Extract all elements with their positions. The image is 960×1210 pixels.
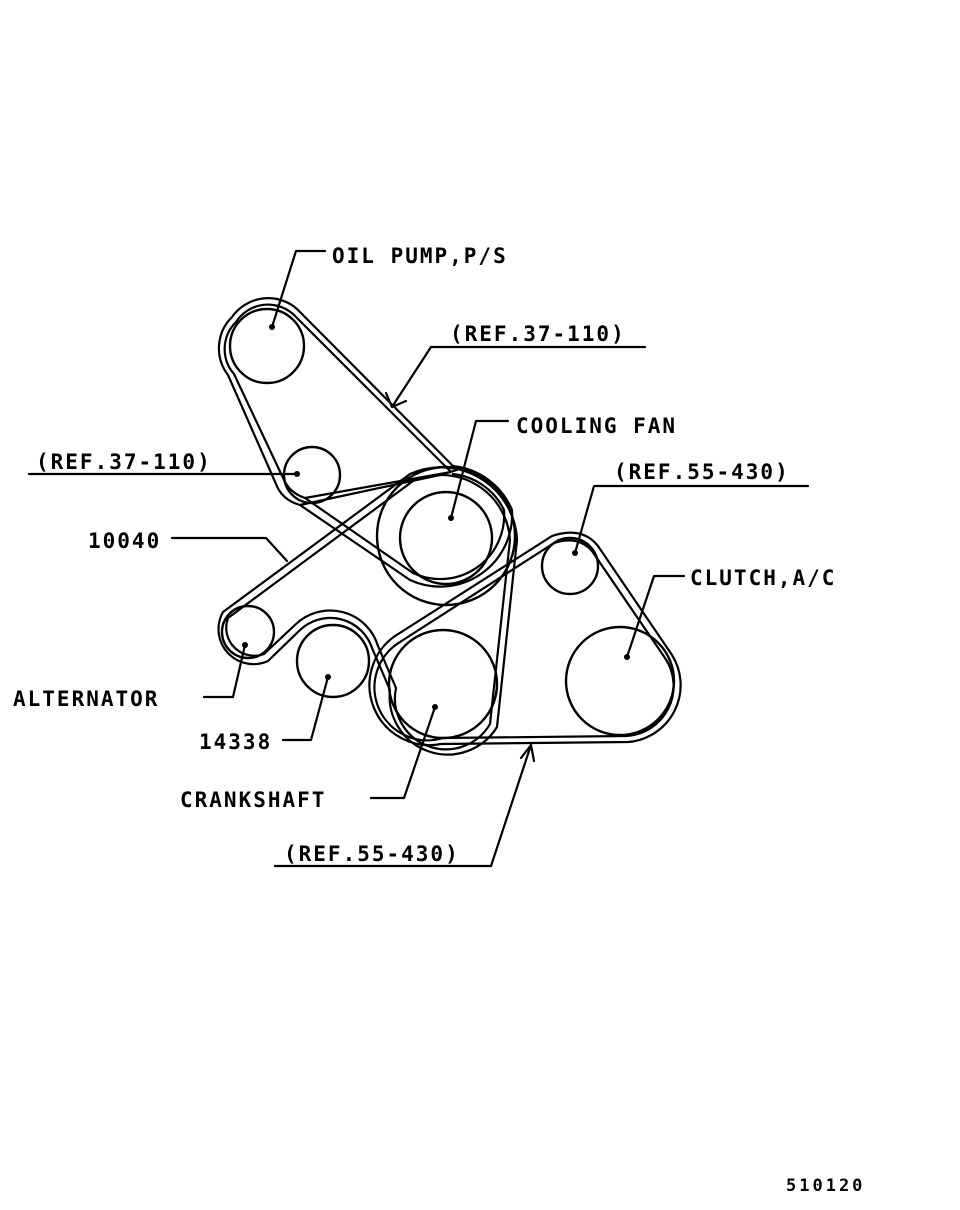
ref-55-430-bottom-leader <box>273 743 533 868</box>
part-14338-label: 14338 <box>199 730 272 754</box>
alternator-label: ALTERNATOR <box>13 687 159 711</box>
oil-pump-pulley <box>228 307 306 385</box>
ac-belt-outer <box>368 531 682 747</box>
figure-number: 510120 <box>786 1176 865 1196</box>
clutch-ac-pulley <box>564 625 676 737</box>
clutch-ac-label: CLUTCH,A/C <box>690 566 836 590</box>
alternator-belt-outer <box>217 466 519 756</box>
labels: OIL PUMP,P/S (REF.37-110) COOLING FAN (R… <box>13 244 865 1196</box>
power-steering-belt-fan-wrap <box>299 464 514 588</box>
oil-pump-leader <box>270 249 327 329</box>
cooling-fan-leader <box>449 419 510 520</box>
ref-37-110-left-label: (REF.37-110) <box>36 450 212 474</box>
crankshaft-label: CRANKSHAFT <box>180 788 326 812</box>
tensioner-pulley <box>295 623 371 699</box>
ref-37-110-top-label: (REF.37-110) <box>450 322 626 346</box>
ac-belt-inner <box>373 539 675 742</box>
ref-37-110-top-leader <box>390 345 647 409</box>
oil-pump-label: OIL PUMP,P/S <box>332 244 508 268</box>
part-10040-leader <box>170 536 289 563</box>
pulleys <box>220 307 676 740</box>
crankshaft-leader <box>369 705 437 800</box>
power-steering-belt-fan-wrap-inner <box>304 472 506 581</box>
ref-55-430-bottom-arrow <box>519 743 536 763</box>
alternator-leader <box>202 643 247 699</box>
ref-37-110-top-arrow <box>384 391 408 409</box>
ref-55-430-top-leader <box>573 484 810 555</box>
clutch-ac-leader <box>625 574 686 659</box>
idler-pulley-right <box>540 536 600 596</box>
cooling-fan-pulley-inner <box>398 490 494 586</box>
alternator-belt-inner <box>225 473 512 751</box>
ref-55-430-bottom-label: (REF.55-430) <box>284 842 460 866</box>
crankshaft-pulley <box>387 628 499 740</box>
leader-lines <box>27 249 810 868</box>
cooling-fan-label: COOLING FAN <box>516 414 677 438</box>
power-steering-belt-outer <box>217 297 459 507</box>
alternator-pulley <box>220 604 276 660</box>
part-14338-leader <box>281 675 330 742</box>
part-10040-label: 10040 <box>88 529 161 553</box>
power-steering-belt-inner <box>223 303 453 500</box>
ref-55-430-top-label: (REF.55-430) <box>614 460 790 484</box>
belts <box>217 297 682 756</box>
leader-dots <box>242 324 630 710</box>
